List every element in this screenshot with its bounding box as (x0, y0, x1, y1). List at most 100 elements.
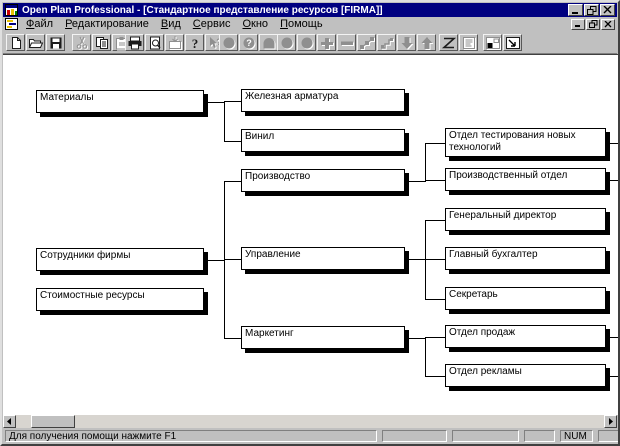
menu-file[interactable]: Файл (26, 18, 54, 30)
child-close-button[interactable] (601, 18, 615, 30)
child-minimize-button[interactable] (571, 18, 585, 30)
connector-line (224, 181, 225, 339)
node-production[interactable]: Производство (241, 169, 405, 192)
save-icon (50, 37, 61, 48)
help-icon: ? (191, 36, 198, 50)
node-staff[interactable]: Сотрудники фирмы (36, 248, 204, 271)
copy-icon (95, 36, 108, 49)
node-ads[interactable]: Отдел рекламы (445, 364, 606, 387)
menu-bar: Файл Редактирование Вид Сервис Окно Помощь (3, 17, 617, 32)
window-tile-button[interactable] (483, 34, 502, 51)
svg-text:?: ? (191, 36, 198, 50)
document-icon[interactable] (5, 18, 18, 30)
notes-icon (462, 36, 475, 49)
node-materials[interactable]: Материалы (36, 90, 204, 113)
import-data-button[interactable] (165, 34, 184, 51)
open-icon (28, 38, 43, 48)
remove-item-button[interactable] (337, 34, 356, 51)
panel-2 (382, 430, 447, 442)
node-management[interactable]: Управление (241, 247, 405, 270)
panel-4 (524, 430, 555, 442)
move-up-button[interactable] (417, 34, 436, 51)
connector-line (425, 259, 445, 260)
connector-line (224, 141, 241, 142)
ctxhelp-icon: ? (209, 36, 222, 48)
horizontal-scrollbar[interactable] (3, 415, 617, 428)
circle-icon (301, 37, 312, 48)
resource-arch-button[interactable] (259, 34, 278, 51)
copy-button[interactable] (92, 34, 111, 51)
node-cost[interactable]: Стоимостные ресурсы (36, 288, 204, 311)
preview-icon (149, 36, 161, 49)
window-expand-button[interactable] (503, 34, 522, 51)
resource-query-button[interactable]: ? (239, 34, 258, 51)
move-down-button[interactable] (397, 34, 416, 51)
resource-a-button[interactable] (277, 34, 296, 51)
restore-button[interactable] (584, 4, 599, 16)
connector-line (425, 180, 445, 181)
node-sales[interactable]: Отдел продаж (445, 325, 606, 348)
arch-icon (263, 37, 274, 48)
connector-line (224, 101, 241, 102)
svg-text:?: ? (216, 37, 222, 47)
connector-line (425, 376, 445, 377)
zigzag-view-button[interactable] (439, 34, 458, 51)
transfer-icon (168, 35, 181, 49)
panel-6 (598, 430, 618, 442)
open-file-button[interactable] (26, 34, 45, 51)
scroll-left-button[interactable] (3, 415, 16, 428)
save-file-button[interactable] (46, 34, 65, 51)
notes-view-button[interactable] (459, 34, 478, 51)
connector-line (610, 337, 618, 338)
outline-steps-button[interactable] (377, 34, 396, 51)
toolbar: ??? (3, 32, 617, 54)
menu-edit[interactable]: Редактирование (65, 18, 149, 30)
close-button[interactable] (600, 4, 615, 16)
help-button[interactable]: ? (185, 34, 204, 51)
node-testdept[interactable]: Отдел тестирования новых технологий (445, 128, 606, 157)
node-marketing[interactable]: Маркетинг (241, 326, 405, 349)
svg-text:?: ? (246, 38, 252, 48)
num-lock-indicator: NUM (560, 430, 593, 442)
node-accountant[interactable]: Главный бухгалтер (445, 247, 606, 270)
connector-line (610, 180, 618, 181)
scroll-right-button[interactable] (604, 415, 617, 428)
link-items-button[interactable] (357, 34, 376, 51)
node-rebar[interactable]: Железная арматура (241, 89, 405, 112)
menu-tools[interactable]: Сервис (192, 18, 231, 30)
connector-line (224, 259, 241, 260)
print-preview-button[interactable] (145, 34, 164, 51)
zigzag-icon (441, 37, 456, 48)
resource-circle-button[interactable] (219, 34, 238, 51)
connector-line (425, 299, 445, 300)
add-item-button[interactable] (317, 34, 336, 51)
help-message: Для получения помощи нажмите F1 (5, 430, 377, 442)
menu-help[interactable]: Помощь (280, 18, 323, 30)
title-bar: Open Plan Professional - [Стандартное пр… (3, 3, 617, 17)
connector-line (425, 337, 426, 377)
connector-line (425, 143, 445, 144)
node-vinyl[interactable]: Винил (241, 129, 405, 152)
winexpand-icon (505, 36, 520, 49)
node-proddept[interactable]: Производственный отдел (445, 168, 606, 191)
connector-line (204, 102, 224, 103)
connector-line (610, 376, 618, 377)
print-icon (128, 36, 141, 49)
print-button[interactable] (125, 34, 144, 51)
connector-line (224, 101, 225, 142)
node-ceo[interactable]: Генеральный директор (445, 208, 606, 231)
connector-line (425, 337, 445, 338)
new-document-button[interactable] (6, 34, 25, 51)
child-restore-button[interactable] (586, 18, 600, 30)
menu-view[interactable]: Вид (160, 18, 181, 30)
node-secretary[interactable]: Секретарь (445, 287, 606, 310)
cut-button[interactable] (72, 34, 91, 51)
resource-b-button[interactable] (297, 34, 316, 51)
menu-window[interactable]: Окно (242, 18, 269, 30)
connector-line (425, 220, 426, 300)
connector-line (405, 259, 425, 260)
scrollbar-thumb[interactable] (31, 415, 75, 428)
minimize-button[interactable] (568, 4, 583, 16)
